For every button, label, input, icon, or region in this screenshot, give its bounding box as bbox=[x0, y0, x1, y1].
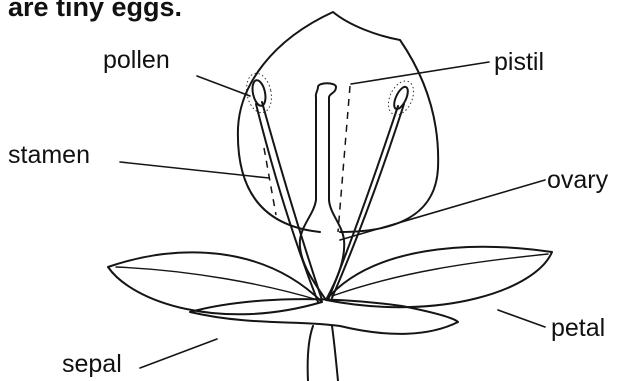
left-petal bbox=[108, 252, 322, 314]
label-ovary: ovary bbox=[547, 166, 609, 194]
lower-sepal bbox=[190, 299, 458, 334]
petal-leader bbox=[498, 310, 545, 327]
left-anther bbox=[250, 79, 267, 107]
ovary-leader bbox=[340, 180, 545, 240]
right-petal-vein bbox=[332, 254, 548, 296]
stem-right-edge bbox=[332, 326, 338, 381]
label-pistil: pistil bbox=[494, 48, 544, 76]
label-petal: petal bbox=[551, 314, 605, 342]
pistil bbox=[300, 83, 344, 300]
heading-fragment: are tiny eggs. bbox=[8, 0, 182, 22]
left-pollen-dots bbox=[243, 71, 275, 115]
label-sepal: sepal bbox=[62, 350, 122, 378]
label-stamen: stamen bbox=[8, 141, 90, 169]
stem-left-edge bbox=[308, 326, 313, 381]
stamen-leader bbox=[120, 162, 269, 178]
pollen-leader bbox=[197, 76, 250, 96]
right-anther bbox=[391, 85, 410, 111]
pistil-dashed-guide bbox=[338, 86, 350, 232]
label-pollen: pollen bbox=[103, 46, 170, 74]
left-stamen-filament-inner bbox=[262, 102, 322, 300]
right-petal bbox=[326, 247, 552, 307]
sepal-leader bbox=[140, 339, 217, 368]
pistil-leader bbox=[351, 62, 489, 84]
